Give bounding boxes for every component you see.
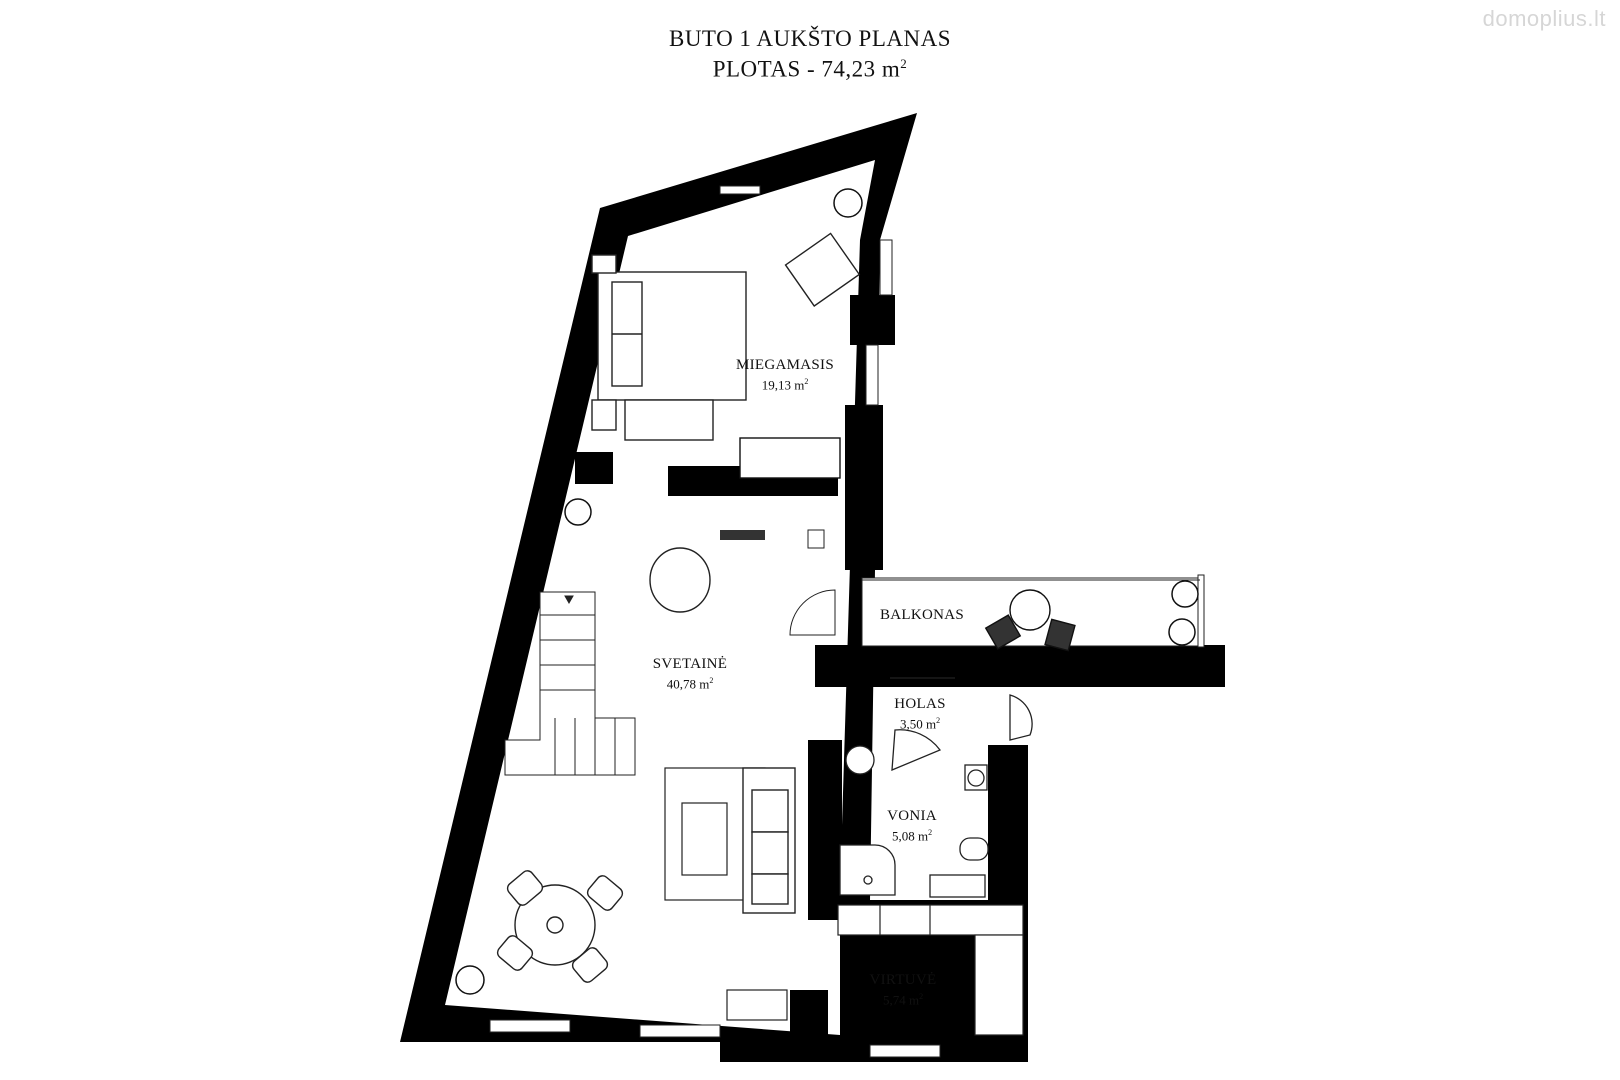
room-living-area-sup: 2 xyxy=(709,676,714,685)
bean-bag xyxy=(649,547,711,613)
room-bath-area-value: 5,08 m xyxy=(891,828,929,844)
dining-set xyxy=(496,870,624,983)
wall-hall-top xyxy=(815,645,1225,687)
room-bedroom-area-sup: 2 xyxy=(804,377,809,386)
room-hall-name: HOLAS xyxy=(894,696,946,712)
room-bath-area-sup: 2 xyxy=(928,828,933,837)
room-kitchen-area-sup: 2 xyxy=(919,992,924,1001)
room-bedroom-name: MIEGAMASIS xyxy=(735,357,834,373)
room-kitchen-name: VIRTUVĖ xyxy=(869,972,937,988)
room-kitchen-area: 5,74 m2 xyxy=(823,992,983,1008)
balcony-furniture xyxy=(984,589,1076,652)
wall-hall-left xyxy=(815,645,845,685)
wall-kitchen-left xyxy=(790,990,828,1062)
room-balcony-name: BALKONAS xyxy=(879,607,965,623)
wall-right-column-1 xyxy=(850,295,895,345)
plants xyxy=(455,188,1199,995)
room-living-area: 40,78 m2 xyxy=(610,676,770,692)
kitchen-counters xyxy=(726,904,1024,1036)
room-bedroom-area: 19,13 m2 xyxy=(705,377,865,393)
wall-bath-left xyxy=(808,740,842,920)
room-living-area-value: 40,78 m xyxy=(666,676,710,692)
room-living-name: SVETAINĖ xyxy=(652,656,728,672)
staircase xyxy=(504,591,636,776)
plan-area: PLOTAS - 74,23 m2 xyxy=(0,56,1620,83)
room-bath-name: VONIA xyxy=(887,808,937,824)
wall-bath-right xyxy=(988,745,1028,905)
entry-door xyxy=(1009,694,1033,741)
bath-fixtures xyxy=(839,764,989,898)
room-bedroom-area-value: 19,13 m xyxy=(761,377,805,393)
wall-right-column-2 xyxy=(845,405,883,570)
bed xyxy=(591,254,747,441)
armchair xyxy=(784,232,861,307)
room-hall-area-value: 3,50 m xyxy=(899,716,937,732)
windows xyxy=(489,185,941,1058)
room-kitchen-area-value: 5,74 m xyxy=(882,992,920,1008)
side-cabinet xyxy=(807,529,825,549)
room-living: SVETAINĖ 40,78 m2 xyxy=(610,656,770,692)
wall-bedroom-living xyxy=(575,452,613,484)
plan-area-text: PLOTAS - 74,23 m xyxy=(712,56,901,82)
sofa xyxy=(742,767,796,914)
room-hall-area-sup: 2 xyxy=(936,716,941,725)
hall-fixtures xyxy=(845,677,1033,775)
tv-console xyxy=(720,530,765,540)
room-hall: HOLAS 3,50 m2 xyxy=(840,696,1000,732)
room-hall-area: 3,50 m2 xyxy=(840,716,1000,732)
bedroom-shelf xyxy=(739,437,841,479)
plan-title: BUTO 1 AUKŠTO PLANAS xyxy=(668,26,951,51)
room-kitchen: VIRTUVĖ 5,74 m2 xyxy=(823,972,983,1008)
room-balcony: BALKONAS xyxy=(842,607,1002,624)
watermark: domoplius.lt xyxy=(1482,6,1606,31)
room-bath-area: 5,08 m2 xyxy=(832,828,992,844)
room-bath: VONIA 5,08 m2 xyxy=(832,808,992,844)
balcony-door xyxy=(789,589,836,636)
plan-area-sup: 2 xyxy=(900,56,908,71)
room-bedroom: MIEGAMASIS 19,13 m2 xyxy=(705,357,865,393)
